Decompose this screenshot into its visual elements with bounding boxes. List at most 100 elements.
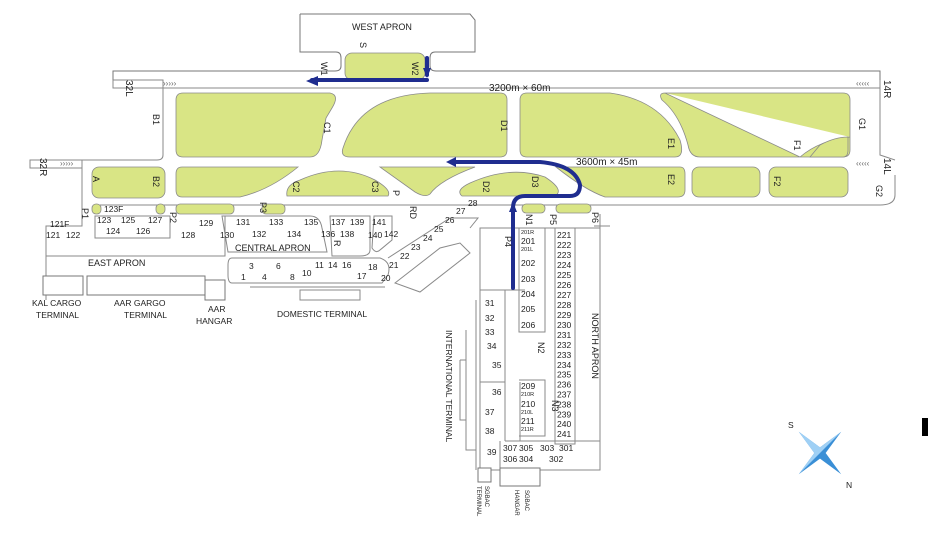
aar-hangar-label: AAR: [208, 304, 225, 314]
taxiway-label-rd: RD: [408, 206, 418, 219]
stand-label: 21: [389, 260, 399, 270]
north-apron-label: NORTH APRON: [590, 313, 600, 379]
threshold-14l: ‹‹‹‹‹: [856, 159, 870, 168]
stand-label: 39: [487, 447, 497, 457]
stand-label: 225: [557, 270, 571, 280]
kal-cargo-label-2: TERMINAL: [36, 310, 79, 320]
stand-label: 35: [492, 360, 502, 370]
stand-label: 202: [521, 258, 535, 268]
pad-n1: [521, 203, 546, 214]
taxiway-label-p2: P2: [168, 212, 178, 223]
taxiway-label-d2: D2: [481, 181, 491, 193]
grass-2: [341, 92, 508, 158]
runway-north-dimensions: 3200m × 60m: [489, 83, 550, 94]
taxiway-label-w2: W2: [410, 62, 420, 76]
stand-label: 123F: [104, 204, 123, 214]
stand-label: 222: [557, 240, 571, 250]
stand-label: 210R: [521, 392, 534, 398]
domestic-terminal-label: DOMESTIC TERMINAL: [277, 309, 367, 319]
p6-connector: [594, 214, 610, 260]
grass-1a: [175, 92, 336, 158]
stand-label: 28: [468, 198, 478, 208]
stand-label: 133: [269, 217, 283, 227]
stand-label: 302: [549, 454, 563, 464]
kal-cargo-terminal-building: [42, 275, 84, 296]
international-terminal-building: [459, 300, 477, 470]
pad-p2: [175, 203, 235, 215]
stand-label: 25: [434, 224, 444, 234]
international-terminal-label: INTERNATIONAL TERMINAL: [444, 330, 454, 443]
stand-label: 18: [368, 262, 378, 272]
taxiway-label-g1: G1: [857, 118, 867, 130]
stand-label: 10: [302, 268, 312, 278]
taxiway-label-n3: N3: [550, 400, 560, 412]
aar-cargo-label-2: TERMINAL: [124, 310, 167, 320]
taxiway-label-p1: P1: [80, 208, 90, 219]
runway-14r-label: 14R: [881, 80, 892, 98]
stand-label: 126: [136, 226, 150, 236]
grass-3: [519, 92, 683, 158]
taxiway-label-g2: G2: [874, 185, 884, 197]
stand-label: 303: [540, 443, 554, 453]
grass-6: [378, 166, 476, 196]
stand-label: 130: [220, 230, 234, 240]
grass-5: [175, 166, 300, 198]
stand-label: 305: [519, 443, 533, 453]
stand-label: 134: [287, 229, 301, 239]
taxiway-label-c3: C3: [370, 181, 380, 193]
stand-label: 233: [557, 350, 571, 360]
stand-label: 301: [559, 443, 573, 453]
stand-label: 23: [411, 242, 421, 252]
stand-label: 224: [557, 260, 571, 270]
stand-label: 241: [557, 429, 571, 439]
stand-label: 38: [485, 426, 495, 436]
route-arrowhead-up: [509, 202, 517, 212]
stand-label: 24: [423, 233, 433, 243]
stand-label: 210: [521, 399, 535, 409]
taxiway-label-p4: P4: [503, 236, 513, 247]
kal-cargo-label: KAL CARGO: [32, 298, 82, 308]
sgbac-hangar-label: SGBAC: [523, 490, 529, 512]
stand-label: 6: [276, 261, 281, 271]
taxiway-label-e2: E2: [666, 174, 676, 185]
stand-label: 26: [445, 215, 455, 225]
stand-label: 37: [485, 407, 495, 417]
stand-label: 138: [340, 229, 354, 239]
taxiway-label-d1: D1: [499, 120, 509, 132]
compass-icon: [798, 431, 842, 475]
west-apron-area: [112, 13, 881, 80]
taxiway-label-r: R: [332, 240, 342, 247]
stand-label: 32: [485, 313, 495, 323]
stand-label: 211R: [521, 427, 534, 433]
route-arrowhead-down: [423, 68, 431, 78]
north-apron: [479, 227, 601, 471]
threshold-32l: ›››››: [163, 79, 177, 88]
runway-32r-label: 32R: [37, 158, 48, 176]
stand-label: 238: [557, 399, 571, 409]
stand-label: 204: [521, 289, 535, 299]
stand-label: 124: [106, 226, 120, 236]
stand-label: 27: [456, 206, 466, 216]
stand-label: 211: [521, 416, 535, 426]
pad-p1: [91, 203, 102, 215]
stand-label: 231: [557, 330, 571, 340]
domestic-apron: [227, 257, 390, 301]
aar-hangar-label-2: HANGAR: [196, 316, 232, 326]
runway-32l-14r: [112, 79, 881, 89]
sgbac-terminal-label: SGBAC: [483, 486, 489, 508]
stand-label: 31: [485, 298, 495, 308]
grass-a: [91, 166, 166, 199]
taxiway-label-p3: P3: [258, 202, 268, 213]
grass-4: [660, 92, 851, 158]
stand-label: 234: [557, 360, 571, 370]
west-apron-label: WEST APRON: [352, 22, 412, 32]
pad-p3: [261, 203, 286, 215]
threshold-32r: ›››››: [60, 159, 74, 168]
stand-label: 121: [46, 230, 60, 240]
stand-label: 3: [249, 261, 254, 271]
sgbac-terminal-building: [477, 467, 492, 483]
stand-label: 129: [199, 218, 213, 228]
